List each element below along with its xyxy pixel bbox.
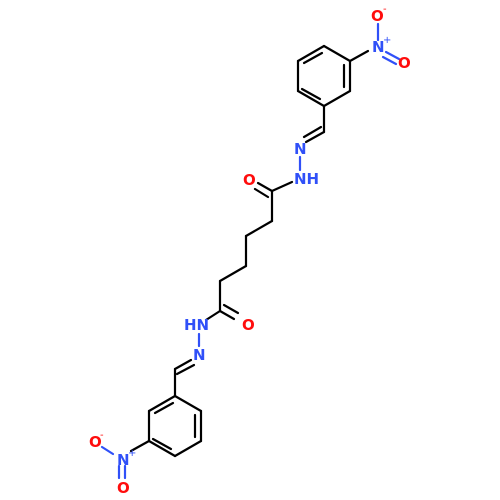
negative-charge: - (100, 430, 104, 441)
bottom-nitro-n-plus: N (117, 451, 130, 469)
top-amide-nh: NH (294, 170, 319, 188)
negative-charge: - (383, 4, 387, 15)
n-o-single-bond (100, 445, 115, 456)
ring-bond (173, 394, 203, 413)
ring-bond (322, 89, 352, 108)
chain-bond (218, 264, 248, 283)
ring-to-nitro-bond (348, 49, 370, 63)
ring-bond (173, 439, 203, 458)
chain-bond (244, 219, 274, 238)
c-n-bond (204, 309, 222, 322)
top-nitro-o: O (398, 54, 411, 72)
n-ch-double-bond (173, 358, 193, 371)
top-imine-n: N (294, 140, 307, 158)
ring-bond (322, 44, 352, 63)
alkyl-chain (218, 189, 274, 313)
top-hydrazone-linker: N NH (270, 104, 326, 193)
top-nitro-o-minus: O (371, 7, 384, 25)
bottom-hydrazone-linker: HN N (173, 309, 222, 398)
ring-double-bond (151, 437, 173, 451)
top-nitro-n-plus: N (372, 38, 385, 56)
bottom-amide-hn: HN (184, 316, 209, 334)
top-carbonyl: O (243, 171, 274, 199)
ring-bond (296, 44, 326, 63)
c-o-double-bond (218, 309, 236, 321)
ch-n-double-bond (304, 130, 326, 144)
bottom-carbonyl: O (218, 303, 255, 334)
top-benzene-ring (296, 44, 352, 108)
bottom-nitro-group: O - N + O (89, 430, 151, 497)
n-ch-double-bond (175, 363, 196, 376)
c-o-double-bond (256, 181, 274, 193)
ring-double-bond (153, 401, 175, 415)
bottom-nitro-o-minus: O (89, 433, 102, 451)
ring-bond (147, 394, 177, 413)
ch-n-double-bond (302, 125, 323, 139)
positive-charge: + (383, 35, 391, 46)
ring-double-bond (302, 51, 324, 65)
ring-bond (147, 439, 177, 458)
c-o-double-bond (222, 303, 240, 315)
positive-charge: + (128, 448, 136, 459)
n-c-bond (270, 180, 294, 193)
n-o-double-bond (384, 50, 401, 61)
top-nitro-group: O - N + O (348, 4, 411, 72)
c-o-double-bond (253, 187, 270, 199)
ring-to-nitro-bond (129, 439, 151, 453)
ring-double-bond (300, 87, 322, 101)
bottom-nitro-o: O (117, 479, 130, 497)
top-carbonyl-o: O (243, 171, 256, 189)
bottom-carbonyl-o: O (242, 316, 255, 334)
bottom-benzene-ring (147, 394, 203, 458)
n-o-double-bond (381, 55, 398, 66)
bottom-imine-n: N (193, 346, 206, 364)
ring-bond (296, 89, 326, 108)
